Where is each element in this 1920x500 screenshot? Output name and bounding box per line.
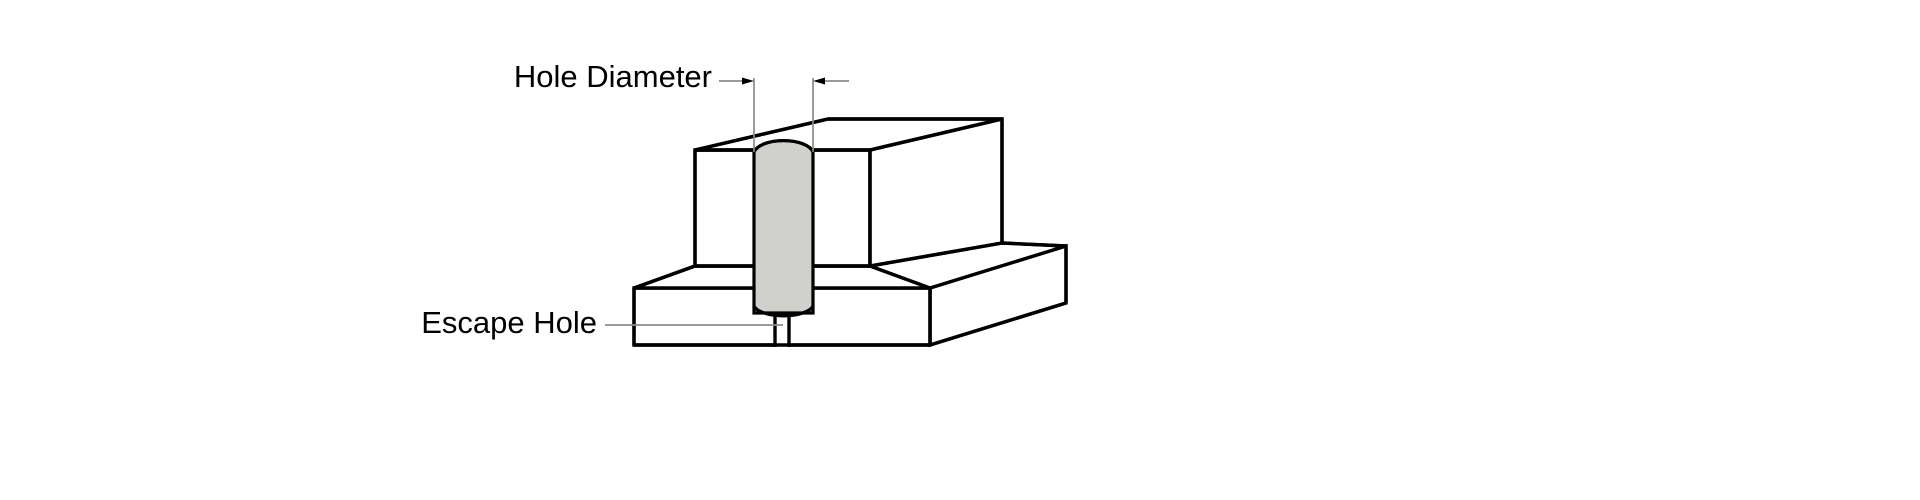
base-plate-right-diagonal-bottom-edge [929, 301, 1067, 347]
boss-front-face [807, 148, 872, 268]
hole-diameter-left-arrow-head [742, 77, 754, 85]
cylinder-barrel [752, 138, 815, 318]
boss-left-face [693, 148, 760, 268]
hole-diameter-label: Hole Diameter [514, 59, 712, 94]
boss-top-left-diagonal-edge [694, 117, 829, 152]
escape-hole-callout: Escape Hole [421, 305, 783, 340]
base-step-right-diagonal-edge [869, 241, 1003, 268]
hole-core-cylinder [752, 138, 815, 318]
part-solid-geometry [632, 116, 1068, 348]
cylinder-top-cap-arc [752, 138, 815, 153]
hole-diameter-callout: Hole Diameter [514, 59, 849, 152]
base-plate-right-top-diagonal-edge [1001, 241, 1067, 248]
escape-hole-label: Escape Hole [421, 305, 597, 340]
boss-top-right-diagonal-edge [869, 117, 1003, 152]
cylinder-bottom-cap [752, 305, 815, 318]
hole-diameter-right-arrow-head [813, 77, 825, 85]
base-step-left-diagonal-edge [633, 264, 696, 290]
